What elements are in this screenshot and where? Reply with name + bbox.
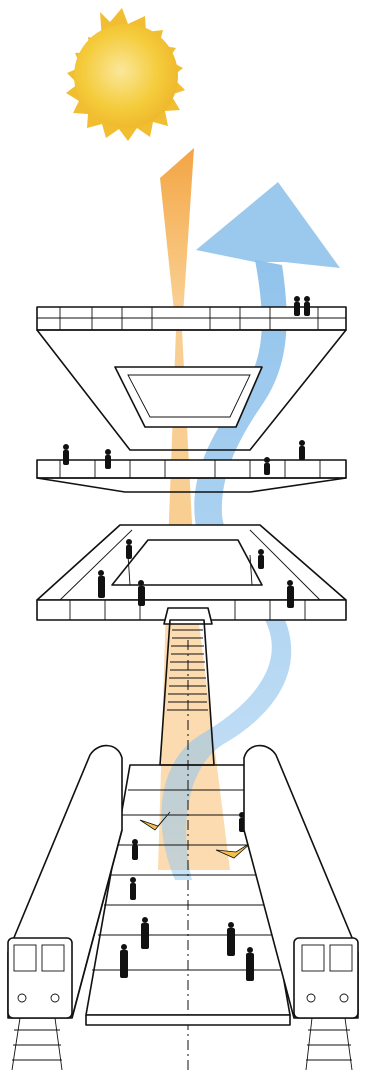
person-icon: [130, 877, 136, 900]
roof-deck: [37, 307, 346, 450]
person-icon: [299, 440, 305, 460]
person-icon: [126, 539, 132, 559]
person-icon: [264, 457, 270, 475]
person-icon: [141, 917, 149, 949]
concourse-level: [37, 525, 346, 624]
person-icon: [105, 449, 111, 469]
sun: [66, 8, 185, 141]
sun-core: [74, 24, 178, 128]
person-icon: [304, 296, 310, 316]
person-icon: [294, 296, 300, 316]
person-icon: [258, 549, 264, 569]
mezzanine-level: [37, 460, 346, 492]
person-icon: [63, 444, 69, 465]
person-icon: [227, 922, 235, 956]
person-icon: [246, 947, 254, 981]
person-icon: [132, 839, 138, 860]
person-icon: [120, 944, 128, 978]
